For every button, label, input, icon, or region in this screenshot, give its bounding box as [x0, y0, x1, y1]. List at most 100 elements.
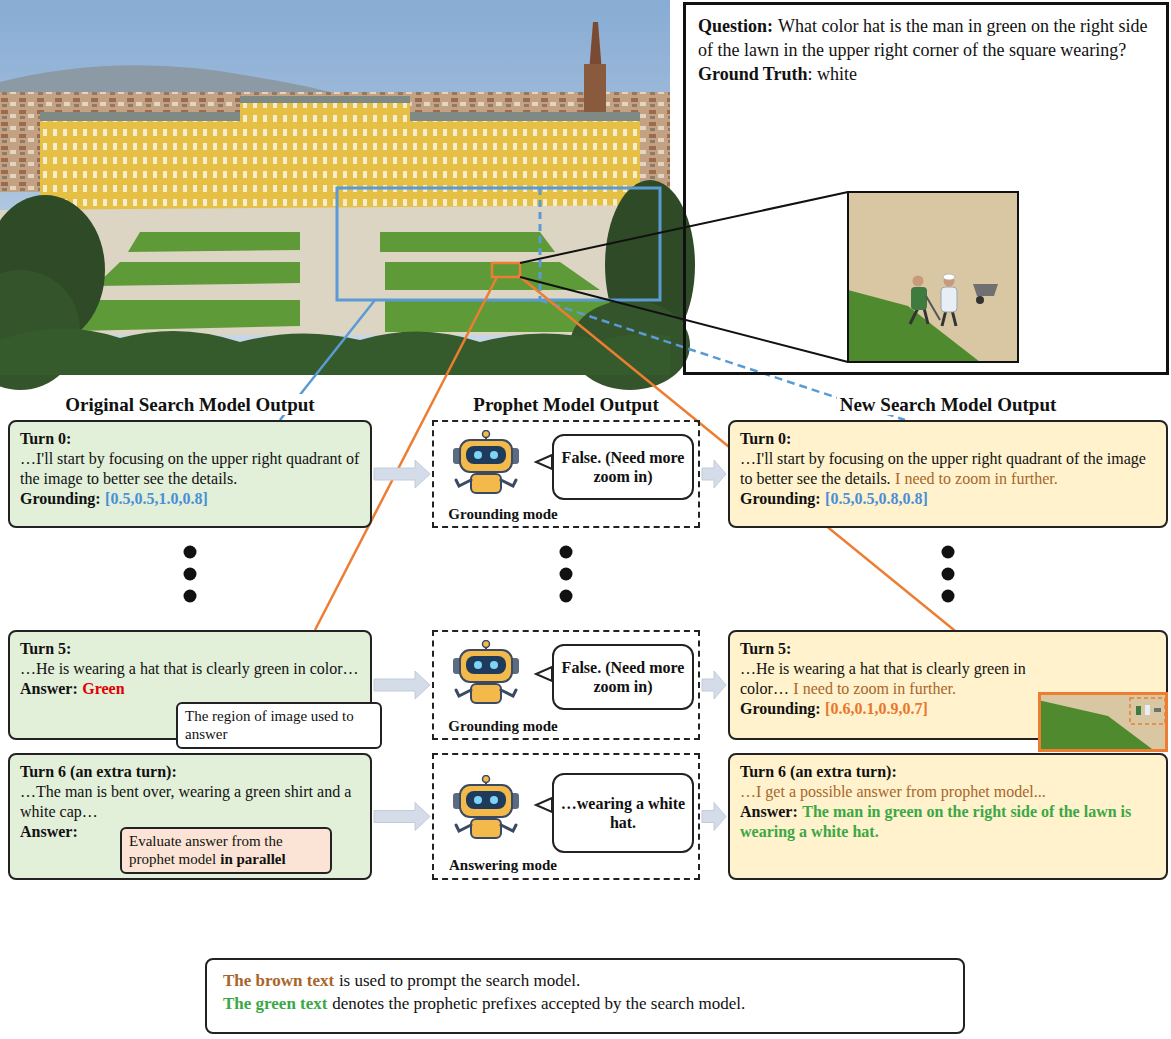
- turn-box: Turn 6 (an extra turn):…I get a possible…: [728, 753, 1168, 880]
- text-block: Evaluate answer from the prophet modelin…: [129, 832, 323, 869]
- header-wrap: Original Search Model Output: [0, 394, 410, 416]
- label-text: The region of image used to answer: [185, 708, 354, 742]
- label-text: is used to prompt the search model.: [339, 971, 580, 990]
- text-row: Turn 5:: [20, 639, 360, 659]
- bubble-tail: [536, 798, 552, 812]
- bubble-tail: [536, 667, 552, 681]
- column-header: Prophet Model Output: [470, 394, 661, 415]
- dot: [560, 568, 573, 581]
- callout-box: Evaluate answer from the prophet modelin…: [120, 827, 332, 874]
- text-row: The region of image used to answer: [185, 707, 373, 744]
- bubble-tail: [536, 455, 552, 469]
- text-block: …wearing a white hat.: [560, 794, 686, 832]
- figure: [1154, 708, 1161, 712]
- label-text: I need to zoom in further.: [793, 680, 956, 697]
- label-text: The man in green on the right side of th…: [740, 803, 1131, 840]
- text-row: …wearing a white hat.: [560, 794, 686, 832]
- palace-photo: [0, 0, 695, 390]
- header-wrap: New Search Model Output: [728, 394, 1168, 416]
- prophet-box: Grounding mode False. (Need more zoom in): [432, 630, 700, 740]
- leg: [924, 308, 928, 324]
- prophet-box: Grounding modeFalse. (Need more zoom in): [432, 420, 700, 528]
- label-text: Answering mode: [449, 857, 557, 873]
- label-text: Turn 5:: [740, 640, 791, 657]
- sand: [1038, 692, 1168, 752]
- lawn: [95, 262, 300, 286]
- dot: [560, 590, 573, 603]
- column-header: New Search Model Output: [837, 394, 1060, 415]
- header-wrap: Prophet Model Output: [346, 394, 786, 416]
- text-row: Answer:The man in green on the right sid…: [740, 802, 1156, 842]
- label-text: [0.6,0.1,0.9,0.7]: [825, 700, 928, 717]
- column-header: Original Search Model Output: [62, 394, 317, 415]
- text-row: Ground Truth: white: [698, 63, 1154, 87]
- text-row: Answer:Green: [20, 679, 360, 699]
- label-text: Turn 0:: [20, 430, 71, 447]
- text-row: Answering mode: [438, 857, 568, 874]
- text-row: Turn 0:: [20, 429, 360, 449]
- sky: [0, 0, 670, 375]
- label-text: Grounding mode: [448, 718, 557, 734]
- dot: [942, 546, 955, 559]
- speech-bubble: False. (Need more zoom in): [552, 434, 694, 500]
- text-row: Grounding:[0.5,0.5,0.8,0.8]: [740, 489, 1156, 509]
- note-box: The brown text is used to prompt the sear…: [205, 958, 965, 1034]
- text-block: False. (Need more zoom in): [560, 658, 686, 696]
- lawn: [1038, 700, 1156, 752]
- text-row: …I'll start by focusing on the upper rig…: [20, 449, 360, 489]
- text-row: Turn 0:: [740, 429, 1156, 449]
- callout-box: The region of image used to answer: [176, 702, 382, 749]
- turn-box: Turn 6 (an extra turn): …The man is bent …: [8, 753, 372, 880]
- label-text: The green text: [223, 994, 328, 1013]
- text-block: Turn 0: …I'll start by focusing on the up…: [20, 429, 360, 509]
- text-block: False. (Need more zoom in): [560, 448, 686, 486]
- text-row: …I'll start by focusing on the upper rig…: [740, 449, 1156, 489]
- focus-box: [1130, 698, 1165, 724]
- dot: [560, 546, 573, 559]
- text-row: Turn 6 (an extra turn):: [740, 762, 1156, 782]
- lawn: [128, 232, 300, 252]
- label-text: Turn 6 (an extra turn):: [20, 763, 177, 780]
- label-text: in parallel: [220, 851, 285, 867]
- flow-arrow: [702, 671, 726, 699]
- text-row: Turn 6 (an extra turn):: [20, 762, 360, 782]
- text-row: Grounding:[0.6,0.1,0.9,0.7]: [740, 699, 1026, 719]
- dot: [942, 568, 955, 581]
- text-row: Question:What color hat is the man in gr…: [698, 15, 1154, 63]
- turn-box: Turn 5:…He is wearing a hat that is clea…: [8, 630, 372, 740]
- label-text: …wearing a white hat.: [561, 795, 685, 831]
- text-block: Grounding mode: [438, 718, 568, 735]
- text-block: The brown text is used to prompt the sear…: [223, 970, 947, 1016]
- lawn: [380, 232, 555, 252]
- text-row: …He is wearing a hat that is clearly gre…: [20, 659, 360, 679]
- inset-frame: [848, 192, 1018, 362]
- flow-arrow: [374, 803, 430, 831]
- text-row: Turn 5:: [740, 639, 1026, 659]
- robot-icon: [453, 776, 519, 839]
- figure: [1145, 705, 1150, 715]
- text-row: Evaluate answer from the prophet modelin…: [129, 832, 323, 869]
- label-text: Grounding:: [740, 700, 821, 717]
- text-row: …I get a possible answer from prophet mo…: [740, 782, 1156, 802]
- label-text: Ground Truth: [698, 64, 808, 84]
- label-text: I need to zoom in further.: [895, 470, 1058, 487]
- text-row: …The man is bent over, wearing a green s…: [20, 782, 360, 822]
- label-text: Answer:: [20, 823, 78, 840]
- robot-icon: [453, 641, 519, 704]
- tool: [926, 296, 940, 320]
- text-row: The green textdenotes the prophetic pref…: [223, 993, 947, 1016]
- label-text: False. (Need more zoom in): [562, 659, 685, 695]
- prophet-box: Answering mode …wearing a white hat.: [432, 753, 700, 880]
- dot: [184, 568, 197, 581]
- label-text: Grounding:: [740, 490, 821, 507]
- text-row: False. (Need more zoom in): [560, 448, 686, 486]
- label-text: The brown text: [223, 971, 334, 990]
- text-block: Turn 5:…He is wearing a hat that is clea…: [740, 639, 1026, 719]
- church: [584, 64, 606, 120]
- flow-arrow: [702, 460, 726, 488]
- label-text: [0.5,0.5,0.8,0.8]: [825, 490, 928, 507]
- flow-arrow: [374, 460, 430, 488]
- speech-bubble: False. (Need more zoom in): [552, 644, 694, 710]
- text-block: Question:What color hat is the man in gr…: [698, 15, 1154, 86]
